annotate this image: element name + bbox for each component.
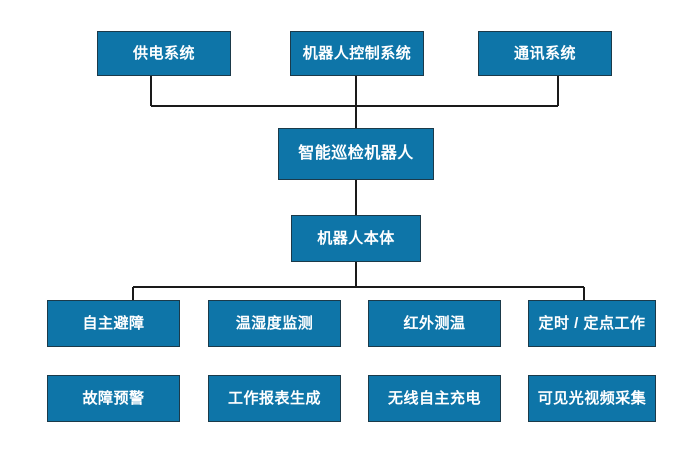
node-wireless-autonomous-charging[interactable]: 无线自主充电 <box>368 375 501 422</box>
node-inspection-robot[interactable]: 智能巡检机器人 <box>278 128 434 180</box>
node-label: 工作报表生成 <box>227 389 321 407</box>
node-robot-body[interactable]: 机器人本体 <box>291 215 421 262</box>
node-label: 通讯系统 <box>513 44 576 62</box>
node-label: 机器人控制系统 <box>302 44 412 62</box>
node-robot-control-system[interactable]: 机器人控制系统 <box>290 31 424 76</box>
node-infrared-temperature-measurement[interactable]: 红外测温 <box>368 300 501 347</box>
node-autonomous-obstacle-avoidance[interactable]: 自主避障 <box>47 300 180 347</box>
node-temperature-humidity-monitoring[interactable]: 温湿度监测 <box>208 300 341 347</box>
node-label: 无线自主充电 <box>387 389 481 407</box>
node-label: 可见光视频采集 <box>537 389 647 407</box>
node-visible-light-video-collection[interactable]: 可见光视频采集 <box>528 375 656 422</box>
node-power-supply-system[interactable]: 供电系统 <box>97 31 231 76</box>
node-label: 自主避障 <box>82 314 145 332</box>
node-fault-early-warning[interactable]: 故障预警 <box>47 375 180 422</box>
node-timed-fixed-point-work[interactable]: 定时 / 定点工作 <box>528 300 656 347</box>
node-label: 温湿度监测 <box>235 314 314 332</box>
node-label: 机器人本体 <box>317 229 395 247</box>
node-label: 智能巡检机器人 <box>298 145 414 163</box>
node-label: 定时 / 定点工作 <box>538 314 646 332</box>
node-label: 红外测温 <box>403 314 466 332</box>
node-label: 供电系统 <box>132 44 195 62</box>
node-communication-system[interactable]: 通讯系统 <box>478 31 612 76</box>
node-label: 故障预警 <box>82 389 145 407</box>
node-work-report-generation[interactable]: 工作报表生成 <box>208 375 341 422</box>
